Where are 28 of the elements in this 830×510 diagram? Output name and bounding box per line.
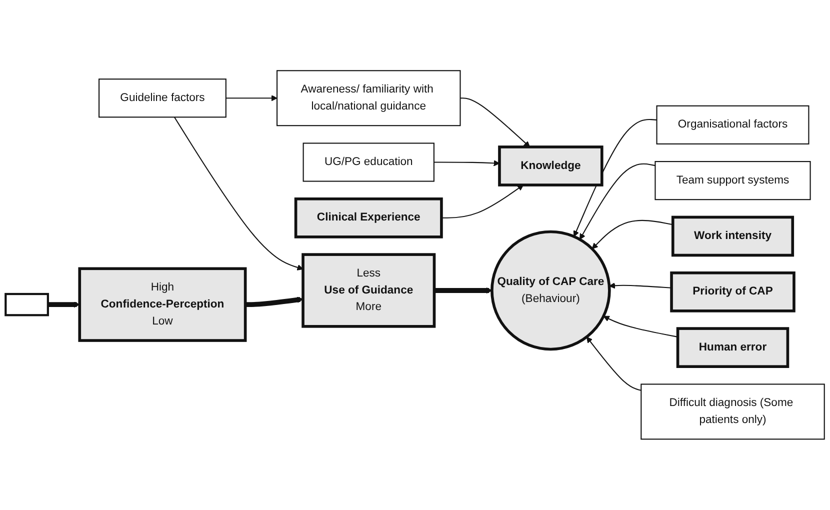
node-box: Awareness/ familiarity with local/national guidance xyxy=(276,70,461,126)
node-box: Human error xyxy=(676,327,790,368)
node-box: Clinical Experience xyxy=(294,198,443,238)
node-box: High Confidence-Perception Low xyxy=(78,267,247,342)
node-box: Organisational factors xyxy=(656,105,810,145)
arrow xyxy=(174,116,304,270)
arrow xyxy=(434,160,500,166)
arrow xyxy=(226,95,278,102)
arrow xyxy=(592,220,673,250)
arrow xyxy=(460,98,530,148)
arrow xyxy=(245,296,304,308)
node-box: Team support systems xyxy=(654,161,811,200)
node-box: Difficult diagnosis (Some patients only) xyxy=(640,384,825,440)
arrow xyxy=(609,282,672,289)
node-box: Guideline factors xyxy=(98,78,226,118)
arrow xyxy=(603,316,678,338)
arrow xyxy=(441,184,524,219)
arrow xyxy=(580,163,656,240)
arrow xyxy=(586,336,642,391)
arrow xyxy=(573,119,657,237)
node-box: Work intensity xyxy=(671,216,794,257)
node-box: Priority of CAP xyxy=(670,272,796,312)
arrow xyxy=(48,302,80,308)
node-box: Less Use of Guidance More xyxy=(302,253,436,328)
node-box: UG/PG education xyxy=(302,142,434,182)
node-circle: Quality of CAP Care (Behaviour) xyxy=(490,230,611,351)
node-box: Knowledge xyxy=(498,146,604,186)
arrow xyxy=(434,287,492,294)
